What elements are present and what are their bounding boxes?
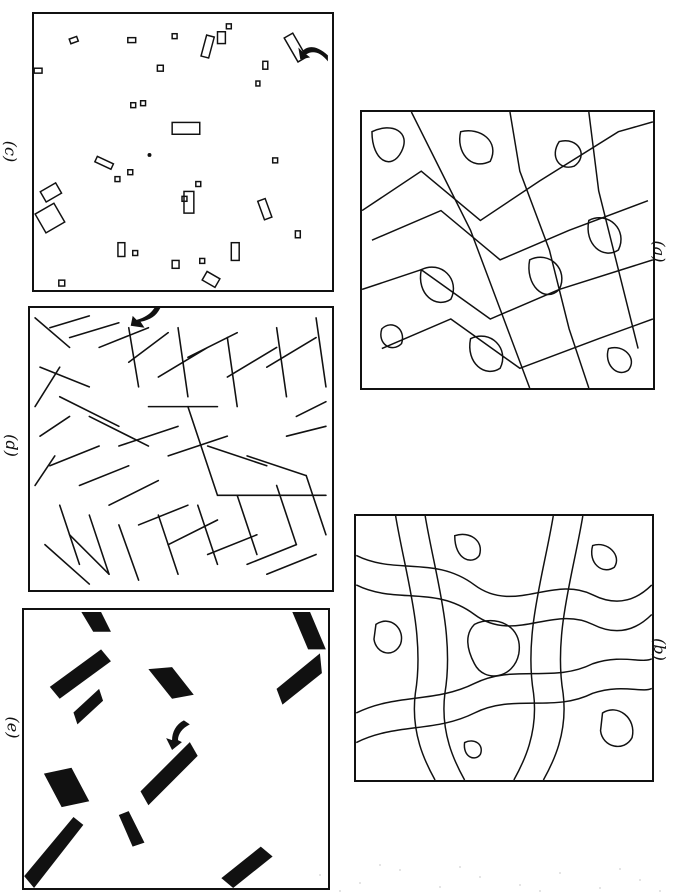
panel-d-graphic	[30, 308, 332, 590]
panel-a-contours	[360, 110, 655, 390]
panel-d-label: (d)	[2, 434, 21, 457]
panel-d-segments	[28, 306, 334, 592]
panel-e-label: (e)	[3, 717, 22, 739]
scan-noise	[0, 825, 681, 895]
panel-a-graphic	[362, 112, 653, 388]
panel-c-rectangles	[32, 12, 334, 292]
panel-c-label: (c)	[1, 141, 20, 162]
panel-a-label: (a)	[650, 240, 669, 262]
panel-b-graphic	[356, 516, 652, 780]
panel-b-contours	[354, 514, 654, 782]
panel-b-label: (b)	[650, 638, 669, 661]
panel-c-graphic	[34, 14, 332, 290]
